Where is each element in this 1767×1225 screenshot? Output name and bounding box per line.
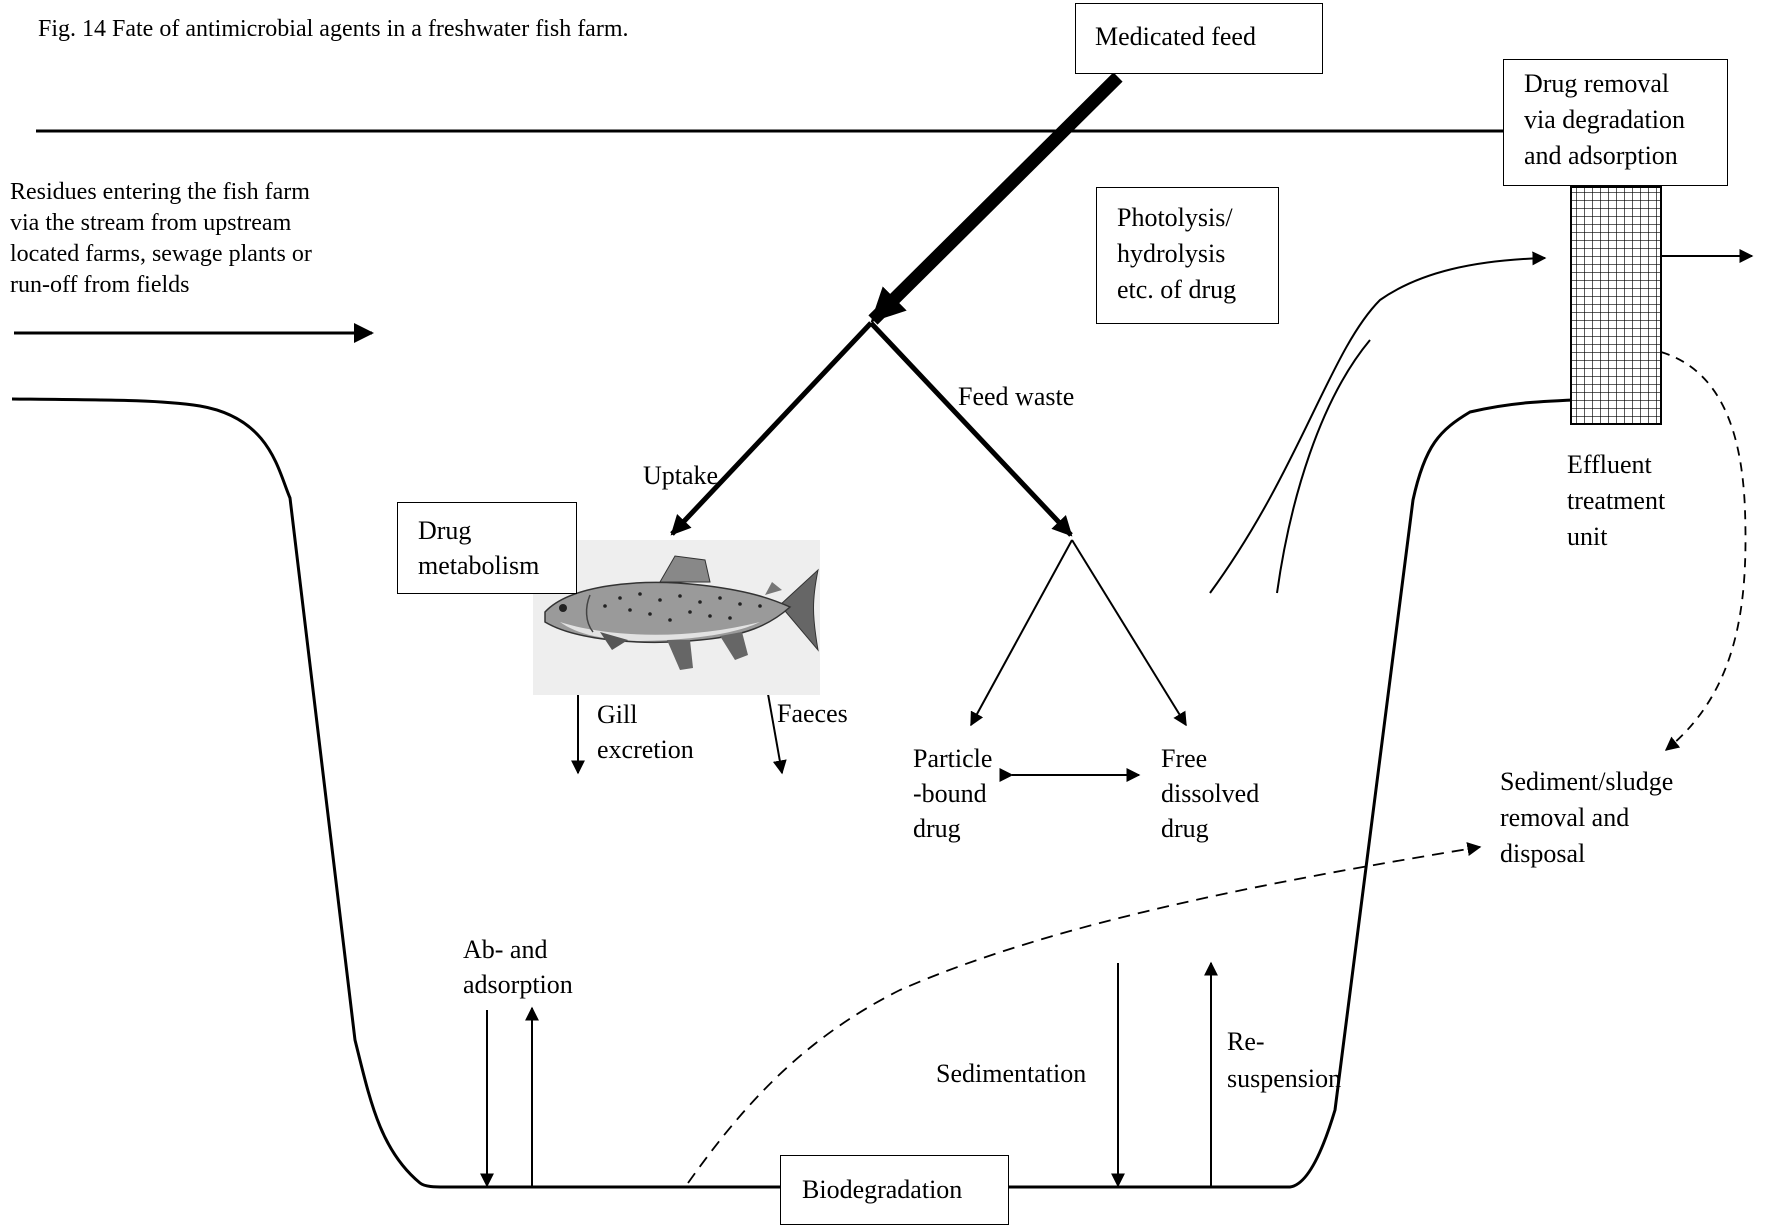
fish-icon: [533, 540, 820, 695]
medicated-feed-arrow: [868, 72, 1123, 325]
to-treatment-curve-2: [1276, 339, 1371, 594]
photolysis-box: Photolysis/ hydrolysis etc. of drug: [1096, 187, 1279, 324]
feed-waste-arrow: [869, 321, 1073, 537]
bottom-to-sediment-dashed: [687, 842, 1482, 1184]
inflow-text: Residues entering the fish farm via the …: [10, 179, 312, 298]
free-dissolved-label: Free dissolved drug: [1161, 744, 1260, 843]
medicated-feed-label: Medicated feed: [1095, 22, 1256, 51]
resuspension-label: Re- suspension: [1227, 1027, 1342, 1093]
feed-waste-label: Feed waste: [958, 382, 1075, 411]
sediment-removal-label: Sediment/sludge removal and disposal: [1500, 767, 1674, 868]
photolysis-label: Photolysis/ hydrolysis etc. of drug: [1117, 203, 1237, 304]
ab-adsorption-label: Ab- and adsorption: [463, 935, 573, 999]
medicated-feed-box: Medicated feed: [1075, 3, 1323, 74]
uptake-label: Uptake: [643, 461, 719, 490]
drug-removal-box: Drug removal via degradation and adsorpt…: [1503, 59, 1728, 186]
effluent-treatment-unit: [1570, 186, 1662, 425]
biodegradation-box: Biodegradation: [780, 1155, 1009, 1225]
biodegradation-label: Biodegradation: [802, 1175, 963, 1204]
particle-bound-label: Particle -bound drug: [913, 744, 993, 843]
drug-removal-label: Drug removal via degradation and adsorpt…: [1524, 69, 1685, 170]
sedimentation-label: Sedimentation: [936, 1059, 1087, 1088]
free-dissolved-arrow: [1071, 539, 1187, 727]
drug-metabolism-label: Drug metabolism: [418, 516, 540, 580]
uptake-arrow: [670, 321, 873, 536]
figure-caption: Fig. 14 Fate of antimicrobial agents in …: [38, 16, 629, 42]
particle-bound-arrow: [970, 539, 1073, 727]
pond-outline: [11, 396, 1621, 1189]
gill-excretion-label: Gill excretion: [597, 700, 694, 764]
effluent-unit-label: Effluent treatment unit: [1567, 450, 1666, 551]
faeces-label: Faeces: [777, 699, 848, 728]
treatment-to-sediment-dashed: [1660, 351, 1747, 751]
to-treatment-curve-1: [1209, 251, 1547, 594]
drug-metabolism-box: Drug metabolism: [397, 502, 577, 594]
